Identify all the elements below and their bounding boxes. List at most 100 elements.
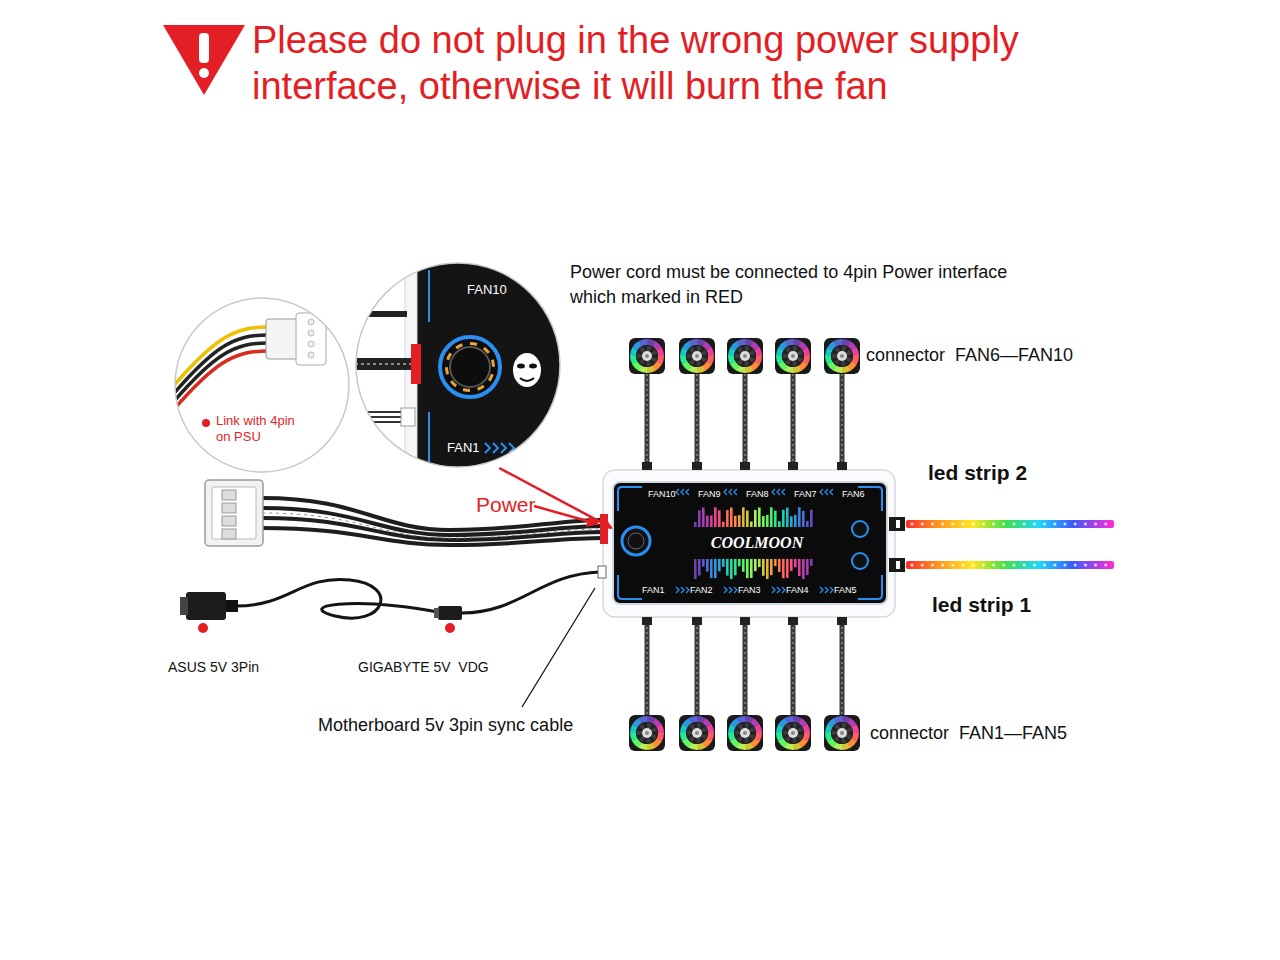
rgb-fan — [701, 350, 707, 355]
led-strip — [921, 522, 924, 525]
led-strip — [961, 563, 964, 566]
note-text: Power cord must be connected to 4pin Pow… — [570, 260, 1015, 310]
rgb-fan — [782, 722, 804, 744]
led-strip — [951, 522, 954, 525]
hub-panel-detail — [778, 559, 781, 572]
hub-panel-detail — [742, 559, 745, 572]
hub-panel-detail — [628, 533, 644, 549]
sync-cable — [434, 608, 439, 618]
label-holder: GIGABYTE 5V VDG — [358, 659, 489, 676]
led-strip — [972, 522, 975, 525]
strip-label: led strip 2 — [928, 460, 1027, 485]
zoom-detail — [529, 364, 537, 369]
hub-panel-detail — [676, 489, 679, 495]
leader-line — [522, 588, 595, 707]
hub-panel-detail — [750, 521, 753, 527]
hub-panel-detail — [825, 587, 828, 593]
hub-panel-detail — [722, 522, 725, 527]
rgb-fan — [793, 723, 798, 729]
rgb-fan — [743, 354, 747, 358]
rgb-fan — [846, 727, 852, 732]
hub-panel-detail — [676, 587, 679, 593]
cable-end-label: ASUS 5V 3Pin — [168, 659, 259, 676]
rgb-fan — [701, 357, 707, 363]
hub-panel-detail — [738, 559, 741, 566]
port-label: FAN6 — [842, 489, 865, 500]
hub-panel-detail — [734, 489, 737, 495]
led-strip — [889, 517, 1114, 531]
fan-cable — [645, 617, 650, 715]
connector-label: connector FAN1—FAN5 — [870, 722, 1067, 744]
led-strip — [992, 563, 995, 566]
rgb-fan — [645, 731, 649, 735]
hub-panel-detail — [754, 510, 757, 527]
rgb-fan — [735, 353, 740, 358]
psu-detail — [175, 298, 349, 472]
fan-cable — [792, 617, 793, 715]
rgb-fan — [740, 728, 750, 738]
zoom-detail — [356, 263, 560, 467]
hub-panel-detail — [686, 587, 689, 593]
hub-panel-detail — [777, 587, 780, 593]
zoom-detail — [355, 421, 403, 423]
fan-cable — [841, 374, 842, 470]
port-label: FAN9 — [698, 489, 721, 500]
fan-cable — [840, 617, 845, 715]
rgb-fan — [846, 357, 852, 363]
rgb-fan — [749, 350, 755, 355]
fan-plug — [837, 617, 847, 625]
text-holder: FAN9 — [698, 489, 721, 500]
led-strip — [1094, 522, 1097, 525]
led-strip — [1074, 563, 1077, 566]
rgb-fan — [697, 346, 702, 352]
led-strip — [910, 522, 913, 525]
rgb-fan — [629, 338, 665, 374]
molex-connector — [222, 516, 236, 526]
hub-panel-detail — [806, 559, 809, 575]
strip-label: led strip 1 — [932, 592, 1031, 617]
hub-panel-detail — [714, 507, 717, 527]
hub-panel-detail — [734, 559, 737, 575]
hub-panel-detail — [702, 559, 705, 567]
port-label: FAN7 — [794, 489, 817, 500]
text-holder: FAN4 — [786, 585, 809, 596]
led-strip — [906, 561, 1114, 569]
led-strip — [1084, 522, 1087, 525]
rgb-fan — [679, 715, 715, 751]
rgb-fan — [645, 354, 649, 358]
connector-label: connector FAN6—FAN10 — [866, 344, 1073, 366]
zoom-detail — [485, 443, 490, 453]
callout-text: FAN10 — [467, 282, 507, 298]
fan-cable — [791, 374, 796, 470]
led-strip — [896, 561, 900, 569]
zoom-detail — [513, 353, 541, 387]
callout-text: FAN1 — [447, 440, 480, 456]
rgb-fan — [636, 345, 658, 367]
port-label: FAN8 — [746, 489, 769, 500]
zoom-detail — [355, 411, 403, 413]
rgb-fan — [745, 346, 750, 352]
zoom-detail — [488, 374, 494, 382]
hub-panel-detail — [782, 489, 785, 495]
rgb-fan — [727, 715, 763, 751]
rgb-fan — [837, 351, 847, 361]
hub-panel-detail — [618, 575, 642, 599]
led-strip — [889, 517, 905, 531]
molex-connector — [262, 513, 603, 538]
fan-plug — [692, 462, 702, 470]
zoom-detail — [411, 344, 421, 384]
hub-panel-detail — [798, 507, 801, 527]
molex-connector — [262, 528, 603, 545]
fan-cable — [743, 374, 748, 470]
controller-hub: FAN10FAN9FAN8FAN7FAN6COOLMOONFAN1FAN2FAN… — [612, 481, 888, 605]
led-strip — [982, 522, 985, 525]
fan-cable — [646, 374, 647, 470]
rgb-fan — [792, 361, 797, 366]
rgb-fan — [744, 738, 749, 743]
molex-connector — [222, 490, 236, 500]
port-label: COOLMOON — [698, 533, 816, 552]
hub-panel-detail — [724, 489, 727, 495]
